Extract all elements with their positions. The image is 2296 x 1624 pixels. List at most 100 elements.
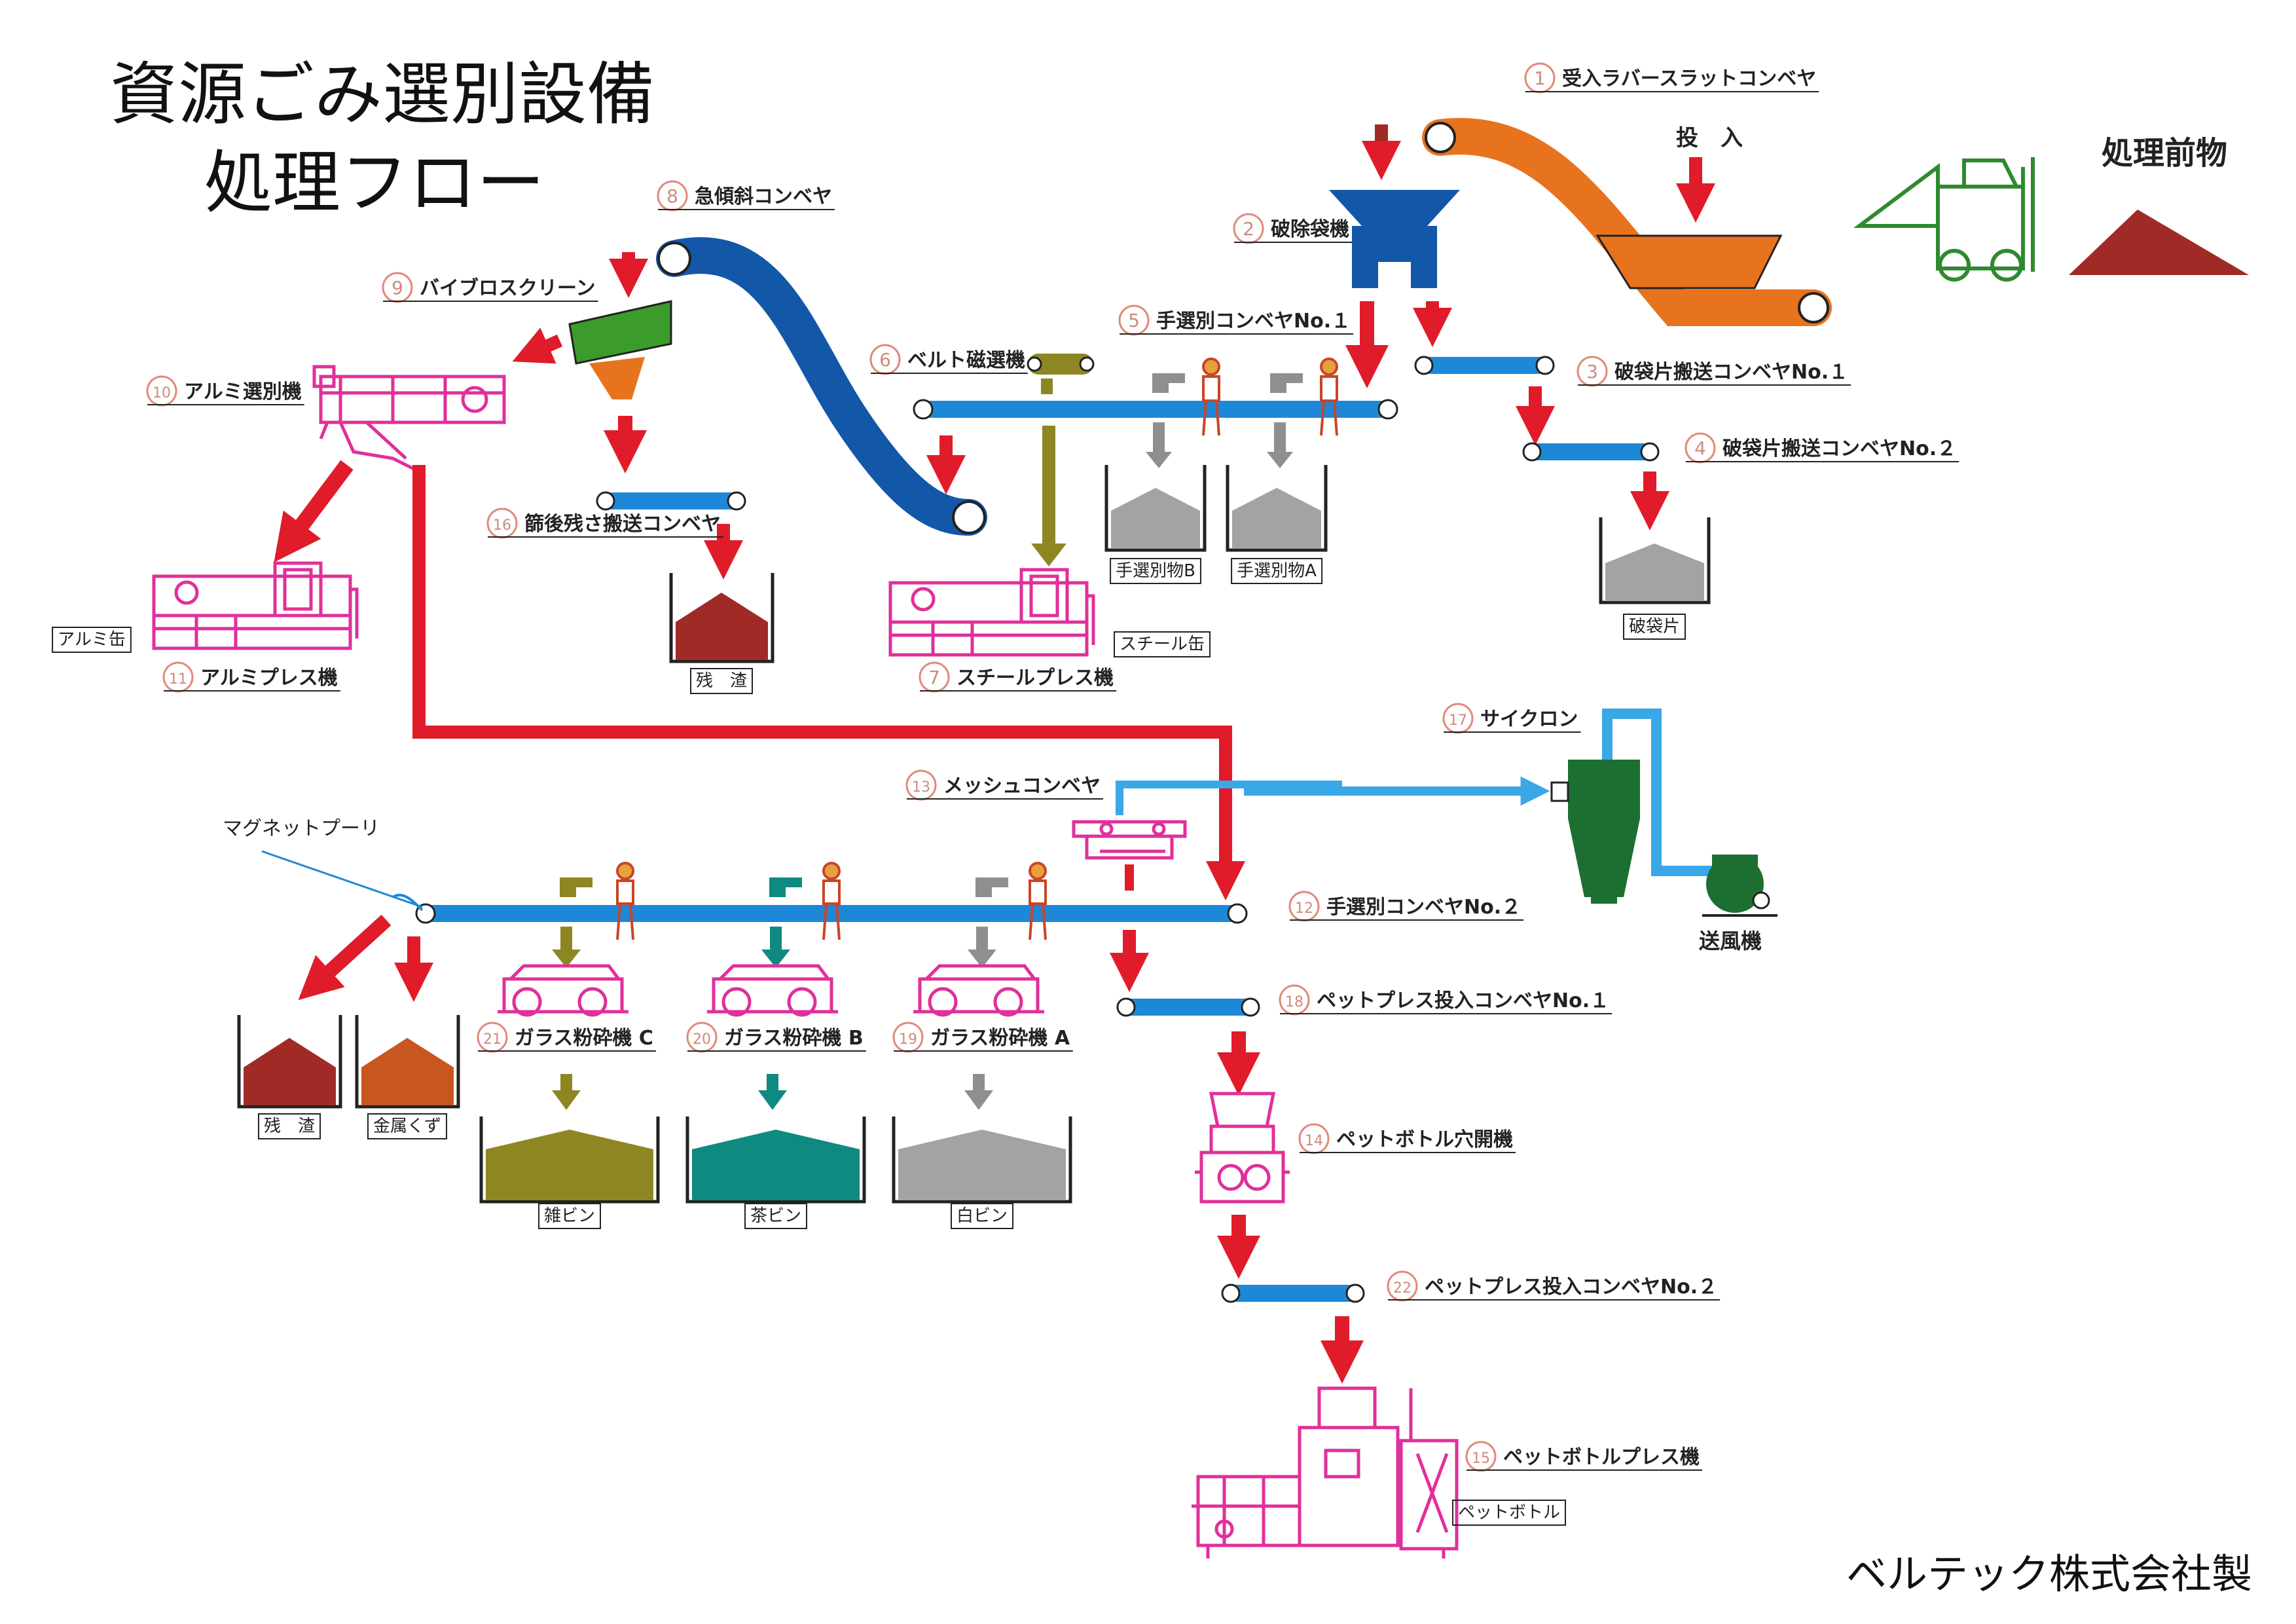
equipment-number: 14 — [1305, 1133, 1323, 1149]
equipment-name: メッシュコンベヤ — [943, 775, 1101, 798]
duct — [1116, 781, 1342, 815]
metal-scrap-bin — [355, 1015, 460, 1109]
hand-sort-a-bin — [1226, 465, 1328, 552]
pulley — [1798, 292, 1829, 323]
output-label-aluminum-can: アルミ缶 — [52, 627, 132, 653]
equipment-number: 19 — [899, 1031, 917, 1048]
pet-press-feed-conveyor-2 — [1221, 1283, 1365, 1303]
output-name: ペットボトル — [1458, 1503, 1560, 1522]
equipment-name: ガラス粉砕機 A — [930, 1027, 1070, 1050]
output-label-white-bottle: 白ビン — [950, 1203, 1014, 1229]
equipment-number: 3 — [1586, 361, 1598, 382]
vibro-screen — [568, 300, 672, 365]
flow-arrow — [298, 914, 392, 1001]
output-name: 白ビン — [957, 1206, 1008, 1226]
flow-arrow — [758, 1090, 787, 1110]
brown-bottle-bin — [685, 1116, 866, 1204]
output-label-steel-can: スチール缶 — [1113, 631, 1211, 657]
forklift-icon — [1853, 157, 2035, 282]
output-name: 手選別物B — [1116, 561, 1195, 581]
equipment-name: ペットボトル穴開機 — [1336, 1128, 1513, 1151]
glass-crusher-c — [498, 964, 629, 1017]
equipment-number: 4 — [1694, 437, 1706, 459]
output-name: 手選別物A — [1237, 561, 1317, 581]
equipment-name: 破袋片搬送コンベヤNo.１ — [1614, 361, 1848, 384]
equipment-label-3: 3 破袋片搬送コンベヤNo.１ — [1576, 356, 1851, 387]
white-bottle-bin — [892, 1116, 1072, 1204]
equipment-number: 1 — [1534, 67, 1546, 89]
pet-bottle-perforator — [1195, 1092, 1290, 1204]
equipment-name: ペットプレス投入コンベヤNo.１ — [1317, 989, 1609, 1012]
belt-magnetic-separator — [1027, 354, 1095, 394]
magnet-pulley-label: マグネットプーリ — [223, 817, 380, 840]
equipment-number: 7 — [928, 667, 940, 688]
hand-sort-conveyor-1 — [913, 399, 1398, 420]
equipment-name: 手選別コンベヤNo.２ — [1326, 896, 1521, 919]
output-name: 雑ビン — [544, 1206, 595, 1226]
glass-crusher-b — [707, 964, 838, 1017]
flow-arrow — [968, 950, 996, 968]
hand-sort-b-bin — [1104, 465, 1207, 552]
bag-breaker-machine — [1329, 190, 1460, 288]
output-label-bag-fragments: 破袋片 — [1622, 614, 1686, 640]
output-label-box — [52, 627, 132, 653]
pet-bottle-press — [1192, 1386, 1459, 1559]
output-label-residue2: 残 渣 — [257, 1113, 321, 1139]
chute-icon — [769, 877, 802, 897]
cyclone — [1550, 760, 1640, 904]
pet-press-feed-conveyor-1 — [1116, 997, 1260, 1017]
output-label-hand-a: 手選別物A — [1231, 558, 1323, 584]
equipment-number: 8 — [666, 185, 678, 207]
worker-icon — [822, 862, 841, 940]
worker-icon — [1029, 862, 1047, 940]
output-name: 残 渣 — [264, 1116, 315, 1136]
aluminum-separator — [312, 365, 506, 473]
bag-fragment-bin — [1599, 517, 1711, 604]
chute-icon — [560, 877, 592, 897]
output-label-box — [1231, 558, 1323, 584]
equipment-number: 21 — [483, 1031, 501, 1048]
pre-material-label: 処理前物 — [2102, 135, 2227, 172]
equipment-name: ガラス粉砕機 B — [724, 1027, 864, 1050]
input-label: 投 入 — [1676, 125, 1743, 151]
flow-arrow — [1031, 544, 1066, 566]
flow-arrow — [512, 327, 563, 364]
flow-arrow — [761, 950, 790, 968]
residue-conveyor — [596, 491, 746, 511]
output-label-box — [1451, 1500, 1567, 1526]
equipment-name: サイクロン — [1480, 708, 1578, 731]
equipment-number: 22 — [1393, 1280, 1412, 1297]
equipment-name: 破袋片搬送コンベヤNo.２ — [1722, 437, 1956, 460]
equipment-number: 20 — [693, 1031, 711, 1048]
output-label-mixed-bottle: 雑ビン — [538, 1203, 602, 1229]
equipment-label-14: 14 ペットボトル穴開機 — [1298, 1123, 1516, 1154]
steep-incline-conveyor — [656, 237, 987, 536]
magnet-pulley-leader — [261, 850, 423, 908]
chute-icon — [1270, 373, 1303, 393]
equipment-name: 破除袋機 — [1271, 218, 1349, 241]
output-label-pet-bottle: ペットボトル — [1451, 1500, 1567, 1526]
chute-icon — [1152, 373, 1185, 393]
equipment-number: 11 — [169, 671, 187, 688]
output-label-box — [950, 1203, 1014, 1229]
vibro-screen-hopper — [589, 357, 645, 399]
worker-icon — [1202, 358, 1220, 436]
output-label-box — [1113, 631, 1211, 657]
output-name: 残 渣 — [696, 671, 747, 691]
blower — [1702, 855, 1777, 917]
mesh-conveyor — [1072, 820, 1187, 860]
pre-material-pile — [2069, 210, 2249, 275]
steel-press — [888, 568, 1095, 657]
equipment-name: バイブロスクリーン — [420, 277, 596, 300]
